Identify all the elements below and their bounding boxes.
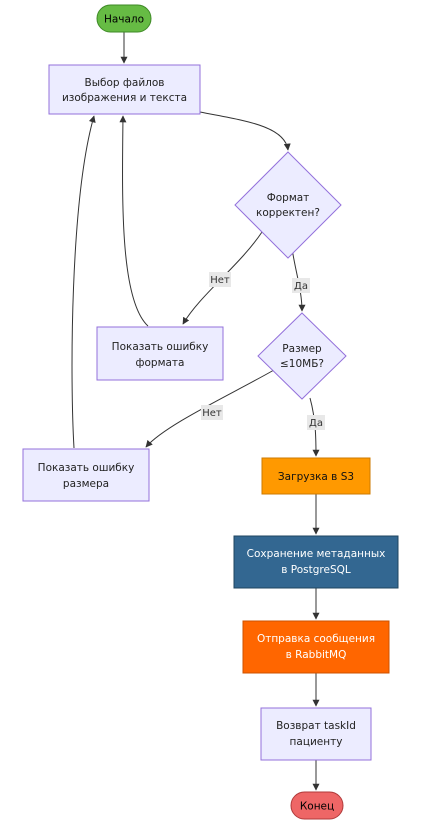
- svg-text:размера: размера: [63, 478, 109, 490]
- svg-text:Размер: Размер: [282, 343, 322, 355]
- select-files-node: Выбор файлов изображения и текста: [48, 64, 201, 115]
- edges: [71, 32, 320, 791]
- svg-text:пациенту: пациенту: [290, 736, 343, 748]
- upload-s3-node: Загрузка в S3: [261, 457, 371, 495]
- edge-size-to-size-error: [145, 369, 275, 448]
- send-message-node: Отправка сообщения в RabbitMQ: [242, 620, 390, 674]
- svg-text:изображения и текста: изображения и текста: [62, 92, 187, 104]
- svg-text:Отправка сообщения: Отправка сообщения: [257, 633, 375, 645]
- svg-text:≤10МБ?: ≤10МБ?: [280, 358, 324, 370]
- end-node: Конец: [290, 791, 344, 820]
- svg-text:формата: формата: [136, 357, 185, 369]
- svg-text:Начало: Начало: [104, 14, 144, 26]
- size-error-node: Показать ошибку размера: [22, 448, 150, 502]
- edge-label-format-yes: Да: [292, 278, 310, 293]
- svg-text:Нет: Нет: [210, 275, 230, 286]
- format-error-node: Показать ошибку формата: [96, 326, 224, 381]
- svg-text:Загрузка в S3: Загрузка в S3: [278, 471, 354, 483]
- start-node: Начало: [96, 4, 152, 33]
- edge-size-error-to-select: [71, 115, 96, 449]
- edge-label-format-no: Нет: [209, 272, 231, 287]
- edge-label-size-yes: Да: [307, 415, 325, 430]
- svg-text:Формат: Формат: [267, 192, 310, 204]
- svg-text:Показать ошибку: Показать ошибку: [38, 462, 135, 474]
- svg-text:Да: Да: [309, 418, 323, 429]
- svg-text:Сохранение метаданных: Сохранение метаданных: [247, 548, 386, 560]
- svg-text:Выбор файлов: Выбор файлов: [85, 77, 165, 89]
- return-task-node: Возврат taskId пациенту: [260, 707, 372, 761]
- format-check-decision: Формат корректен?: [234, 151, 342, 259]
- svg-text:в RabbitMQ: в RabbitMQ: [286, 649, 347, 661]
- svg-text:Да: Да: [294, 281, 308, 292]
- svg-text:Показать ошибку: Показать ошибку: [112, 341, 209, 353]
- svg-text:Возврат taskId: Возврат taskId: [276, 720, 356, 732]
- edge-format-error-to-select: [119, 115, 149, 327]
- svg-text:корректен?: корректен?: [256, 207, 320, 219]
- edge-select-to-format: [199, 111, 291, 151]
- svg-text:Нет: Нет: [202, 408, 222, 419]
- save-metadata-node: Сохранение метаданных в PostgreSQL: [233, 535, 399, 589]
- svg-text:Конец: Конец: [300, 801, 334, 813]
- size-check-decision: Размер ≤10МБ?: [257, 312, 347, 400]
- svg-text:в PostgreSQL: в PostgreSQL: [281, 564, 351, 576]
- edge-label-size-no: Нет: [201, 405, 223, 420]
